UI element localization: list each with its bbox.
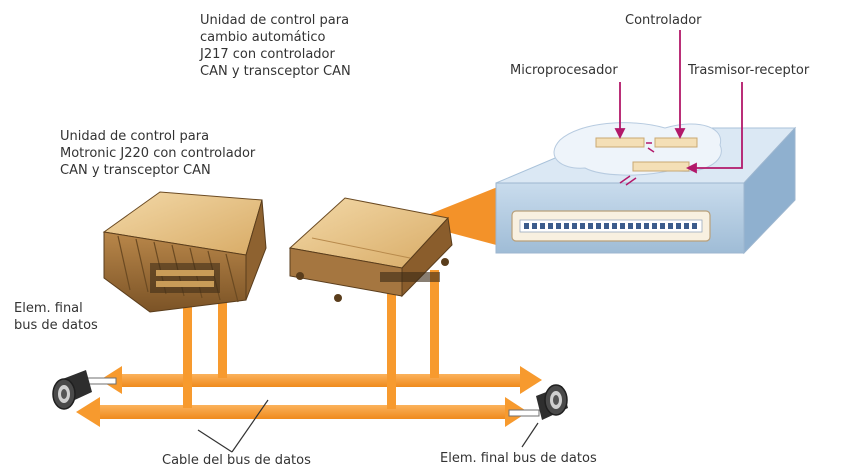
connector-pin — [620, 223, 625, 229]
connector-pin — [596, 223, 601, 229]
ecu-fin — [135, 238, 149, 293]
connector-pins — [524, 223, 697, 229]
terminal-left-label: Elem. final bus de datos — [14, 301, 98, 333]
ecu-fin — [225, 253, 239, 303]
leader-lines — [197, 399, 539, 453]
connector-pin — [692, 223, 697, 229]
connector-pin — [604, 223, 609, 229]
connector-pin — [564, 223, 569, 229]
connector-pin — [660, 223, 665, 229]
cable-label: Cable del bus de datos — [162, 453, 311, 468]
connector-pin — [684, 223, 689, 229]
bus-terminal-left-icon — [52, 370, 117, 410]
callout-wedge — [410, 186, 500, 246]
connector-pin — [612, 223, 617, 229]
chip-enlargement — [495, 122, 797, 255]
connector-pin — [676, 223, 681, 229]
tcu-label: Unidad de control para cambio automático… — [200, 13, 351, 79]
data-bus-cables — [76, 366, 542, 427]
pointer-lines — [614, 30, 743, 174]
connector-pin — [636, 223, 641, 229]
bus-terminal-right-icon — [508, 384, 568, 420]
ecu-fin — [117, 235, 131, 291]
connector-pin — [580, 223, 585, 229]
connector-pin — [644, 223, 649, 229]
connector-pin — [548, 223, 553, 229]
connector-pin — [572, 223, 577, 229]
connector-pin — [524, 223, 529, 229]
microprocessor-label: Microprocesador — [510, 63, 618, 78]
connector-pin — [652, 223, 657, 229]
tcu-module-icon — [288, 197, 453, 302]
connector-pin — [540, 223, 545, 229]
connector-pin — [556, 223, 561, 229]
connector-pin — [588, 223, 593, 229]
microprocessor-block — [595, 137, 645, 148]
connector-pin — [532, 223, 537, 229]
controller-block — [654, 137, 698, 148]
transceiver-label: Trasmisor-receptor — [688, 63, 810, 78]
module-bus-links — [183, 270, 439, 409]
transceiver-block — [632, 161, 690, 172]
connector-pin — [628, 223, 633, 229]
terminal-right-label: Elem. final bus de datos — [440, 451, 597, 466]
ecu-module-icon — [102, 191, 267, 313]
connector-pin — [668, 223, 673, 229]
ecu-label: Unidad de control para Motronic J220 con… — [60, 129, 256, 178]
controller-label: Controlador — [625, 13, 702, 28]
